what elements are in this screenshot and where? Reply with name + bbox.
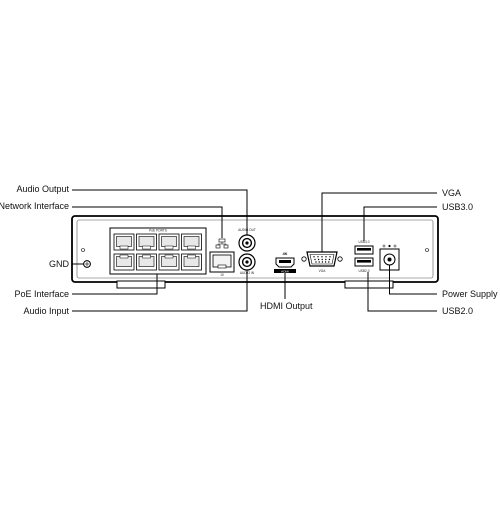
callout-audio-input: Audio Input	[23, 306, 69, 316]
callout-audio-output: Audio Output	[16, 184, 69, 194]
callout-usb30: USB3.0	[442, 202, 474, 212]
vga-pin	[325, 258, 327, 261]
callout-gnd: GND	[49, 259, 69, 269]
leader-audio-input	[72, 270, 248, 312]
leader-usb30	[363, 206, 437, 241]
callout-leader-lines	[72, 189, 437, 312]
usb30-port: USB3.0	[354, 240, 374, 255]
vga-pin	[315, 261, 317, 263]
vga-pin	[325, 256, 327, 258]
vga-pin	[317, 256, 319, 258]
vga-pin	[321, 256, 323, 258]
callout-hdmi-output: HDMI Output	[260, 301, 313, 311]
hdmi-port: 4K HDMI	[274, 251, 296, 273]
poe-port	[113, 233, 135, 251]
vga-port: VGA	[301, 251, 343, 273]
leader-poe-interface	[72, 274, 158, 295]
poe-port	[136, 253, 157, 271]
leader-vga	[321, 192, 437, 252]
four-k-label: 4K	[282, 251, 287, 256]
vga-pin	[321, 261, 324, 263]
vga-pin	[328, 261, 330, 263]
callout-vga: VGA	[442, 188, 462, 198]
gnd-terminal	[83, 260, 91, 268]
vga-pin	[324, 261, 327, 263]
network-icon	[215, 238, 229, 249]
lan-label: 10	[220, 273, 224, 277]
poe-port	[113, 253, 135, 271]
leader-network-interface	[72, 206, 223, 238]
vga-pin	[313, 256, 315, 258]
callout-usb20: USB2.0	[442, 306, 474, 316]
callout-network-interface: Network Interface	[0, 201, 69, 211]
vga-pin	[317, 258, 320, 261]
vga-pin	[329, 256, 331, 258]
leader-usb20	[367, 272, 437, 312]
leader-power-supply	[389, 265, 437, 295]
poe-port-block: PoE PORTS	[109, 227, 207, 275]
poe-port	[181, 253, 202, 271]
usb30-panel-label: USB3.0	[359, 240, 370, 244]
hdmi-label: HDMI	[281, 269, 289, 273]
callout-poe-interface: PoE Interface	[14, 289, 69, 299]
poe-port	[158, 253, 180, 271]
poe-port	[181, 233, 202, 251]
vga-pin	[318, 261, 320, 263]
callout-power-supply: Power Supply	[442, 289, 498, 299]
usb20-panel-label: USB2.0	[359, 269, 370, 273]
poe-ports-label: PoE PORTS	[149, 229, 167, 233]
vga-pin	[314, 258, 316, 261]
vga-pin	[321, 258, 323, 261]
poe-port	[158, 233, 180, 251]
vga-panel-label: VGA	[319, 269, 327, 273]
lan-port: 10	[209, 251, 235, 277]
poe-port	[136, 233, 157, 251]
usb20-port: USB2.0	[354, 257, 374, 273]
vga-pin	[328, 258, 331, 261]
leader-audio-output	[72, 189, 248, 235]
